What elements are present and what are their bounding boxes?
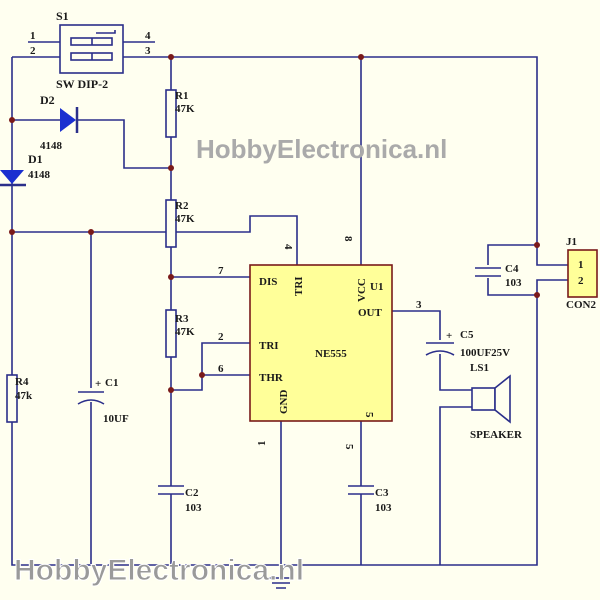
ground-icon — [268, 565, 294, 589]
watermark-center: HobbyElectronica.nl — [196, 134, 447, 164]
c3-ref: C3 — [375, 487, 389, 499]
u1-out: OUT — [358, 307, 383, 319]
u1-thr: THR — [259, 372, 284, 384]
j1-value: CON2 — [566, 299, 596, 311]
capacitor-c2: C2 103 — [158, 485, 202, 514]
r4-ref: R4 — [15, 376, 29, 388]
c1-value: 10UF — [103, 413, 129, 425]
c2-ref: C2 — [185, 487, 199, 499]
s1-value: SW DIP-2 — [56, 77, 108, 91]
c2-value: 103 — [185, 502, 202, 514]
r1-value: 47K — [175, 103, 195, 115]
r1-ref: R1 — [175, 90, 188, 102]
capacitor-c4: C4 103 — [475, 263, 522, 289]
u1-pin1: 1 — [256, 441, 268, 447]
c5-plus: + — [446, 330, 452, 342]
u1-pin8: 8 — [342, 236, 354, 242]
d2-value: 4148 — [40, 140, 63, 152]
j1-ref: J1 — [566, 236, 577, 248]
s1-pin1: 1 — [30, 30, 36, 42]
s1-pin4: 4 — [145, 30, 151, 42]
c5-ref: C5 — [460, 329, 474, 341]
capacitor-c5: + C5 100UF25V LS1 — [425, 329, 510, 374]
u1-five: 5 — [363, 412, 375, 418]
switch-s1: S1 SW DIP-2 1 2 3 4 — [30, 9, 151, 91]
u1-pin2: 2 — [218, 331, 224, 343]
diode-d1: D1 4148 — [0, 152, 51, 187]
ls1-ref: LS1 — [470, 362, 489, 374]
u1-pin5: 5 — [343, 444, 355, 450]
u1-tri: TRI — [259, 340, 279, 352]
r2-ref: R2 — [175, 200, 189, 212]
r4-value: 47k — [15, 390, 33, 402]
u1-pin3: 3 — [416, 299, 422, 311]
s1-pin3: 3 — [145, 45, 151, 57]
u1-pin6: 6 — [218, 363, 224, 375]
c4-value: 103 — [505, 277, 522, 289]
diode-d2: D2 4148 — [40, 93, 79, 152]
capacitor-c1: + C1 10UF — [77, 377, 129, 425]
watermark-bottom: HobbyElectronica.nl — [14, 554, 304, 587]
d1-ref: D1 — [28, 152, 43, 166]
j1-pin2: 2 — [578, 275, 584, 287]
u1-dis: DIS — [259, 276, 277, 288]
u1-value: NE555 — [315, 348, 347, 360]
r2-value: 47K — [175, 213, 195, 225]
u1-pin4: 4 — [282, 244, 294, 250]
u1-gnd: GND — [278, 390, 290, 415]
u1-ref: U1 — [370, 281, 383, 293]
ic-u1-ne555: DIS TRI VCC U1 OUT TRI NE555 THR GND 5 4… — [218, 236, 422, 450]
connector-j1: J1 1 2 CON2 — [566, 236, 598, 311]
r3-ref: R3 — [175, 313, 189, 325]
speaker-ls1: SPEAKER — [470, 374, 523, 441]
c3-value: 103 — [375, 502, 392, 514]
capacitor-c3: C3 103 — [348, 485, 392, 514]
c4-ref: C4 — [505, 263, 519, 275]
d2-ref: D2 — [40, 93, 55, 107]
r3-value: 47K — [175, 326, 195, 338]
junctions — [9, 54, 540, 393]
d1-value: 4148 — [28, 169, 51, 181]
s1-pin2: 2 — [30, 45, 36, 57]
u1-vcc: VCC — [356, 278, 368, 302]
u1-tri-top: TRI — [293, 276, 305, 296]
ls1-value: SPEAKER — [470, 429, 523, 441]
u1-pin7: 7 — [218, 265, 224, 277]
j1-pin1: 1 — [578, 259, 584, 271]
c1-plus: + — [95, 378, 101, 390]
c5-value: 100UF25V — [460, 347, 510, 359]
c1-ref: C1 — [105, 377, 118, 389]
s1-ref: S1 — [56, 9, 69, 23]
